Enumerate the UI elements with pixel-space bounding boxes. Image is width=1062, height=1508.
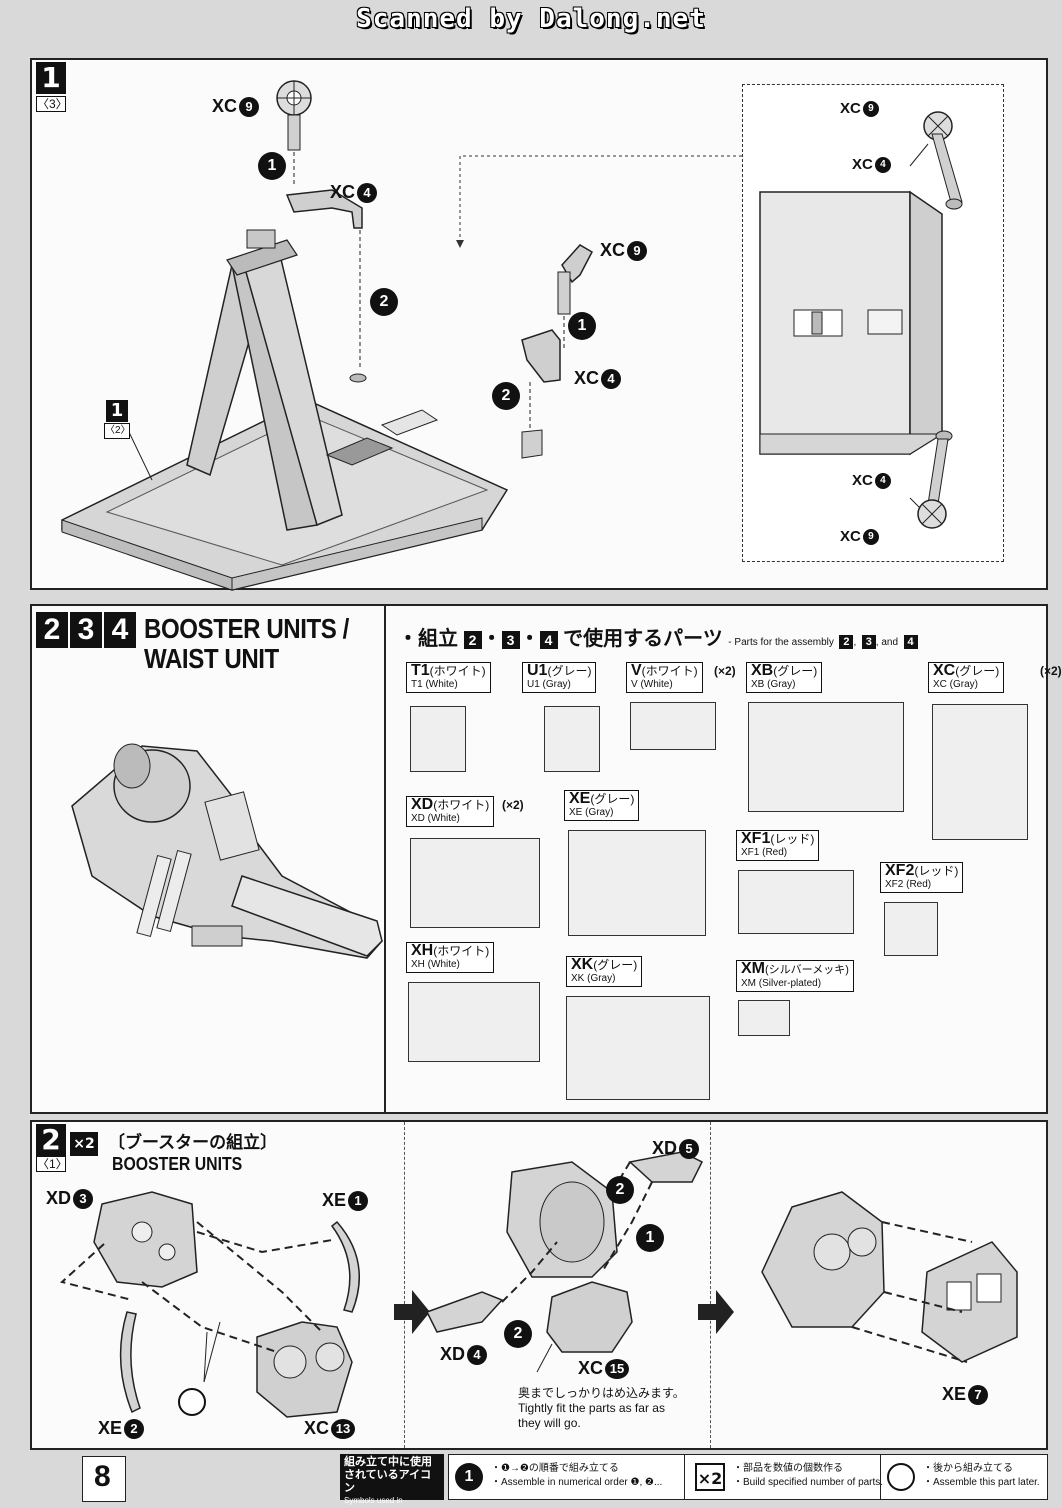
runner-t1: T1(ホワイト)T1 (White) <box>406 662 491 772</box>
runner-t1-sprue <box>410 706 466 772</box>
step1-panel: 1 〈3〉 <box>30 58 1048 591</box>
runner-xk: XK(グレー)XK (Gray) <box>566 956 710 1100</box>
inner-step1-sub: 〈2〉 <box>104 423 131 439</box>
parts-heading: ・組立 2・3・4 で使用するパーツ - Parts for the assem… <box>398 622 918 651</box>
step1-number: 1 <box>36 62 66 94</box>
runner-xm: XM(シルバーメッキ)XM (Silver-plated) <box>736 960 854 1036</box>
legend-item-multiply: ×2 ・部品を数値の個数作る ・Build specified number o… <box>685 1455 883 1499</box>
step234-title-line2: WAIST UNIT <box>144 643 279 674</box>
step2-panel: 2 ×2 〈1〉 〔ブースターの組立〕 BOOSTER UNITS <box>30 1120 1048 1450</box>
runner-u1-sprue <box>544 706 600 772</box>
order-marker-step2-2a: 2 <box>606 1176 634 1204</box>
legend-item-later: ・後から組み立てる ・Assemble this part later. <box>881 1455 1047 1499</box>
legend-title-box: 組み立て中に使用 されているアイコン Symbols used in instr… <box>340 1454 444 1505</box>
step-number-3: 3 <box>70 612 102 648</box>
page-number: 8 <box>94 1460 111 1493</box>
runner-xk-sprue <box>566 996 710 1100</box>
runner-xf1: XF1(レッド)XF1 (Red) <box>736 830 854 934</box>
runner-u1: U1(グレー)U1 (Gray) <box>522 662 600 772</box>
step2-sub: 〈1〉 <box>36 1156 68 1172</box>
runner-xc-sprue <box>932 704 1028 840</box>
order-marker-1a: 1 <box>258 152 286 180</box>
inner-step1-number: 1 <box>106 400 128 422</box>
step234-title-line1: BOOSTER UNITS / <box>144 613 349 644</box>
assemble-later-icon <box>178 1388 206 1416</box>
order-marker-2a: 2 <box>370 288 398 316</box>
runner-xc: XC(グレー)XC (Gray) (×2) <box>928 662 1062 840</box>
order-marker-2b: 2 <box>492 382 520 410</box>
step2-title-en: BOOSTER UNITS <box>112 1154 243 1174</box>
order-marker-step2-2b: 2 <box>504 1320 532 1348</box>
legend-box: 1 ・❶→❷の順番で組み立てる ・Assemble in numerical o… <box>448 1454 1048 1500</box>
step-number-2: 2 <box>36 612 68 648</box>
runner-xe-sprue <box>568 830 706 936</box>
parts-area <box>384 606 1048 1112</box>
display-base-illustration <box>61 80 742 591</box>
step-number-4: 4 <box>104 612 136 648</box>
booster-assembly-illustration <box>59 1151 1018 1418</box>
step2-divider-1 <box>404 1122 405 1448</box>
assemble-later-legend-icon <box>887 1463 915 1491</box>
runner-v-sprue <box>630 702 716 750</box>
runner-xh: XH(ホワイト)XH (White) <box>406 942 540 1062</box>
step2-title-jp: 〔ブースターの組立〕 <box>108 1133 278 1152</box>
scan-watermark: Scanned by Dalong.net <box>356 4 706 34</box>
booster-preview-illustration <box>71 743 383 959</box>
page-number-box <box>82 1456 126 1502</box>
runner-xb: XB(グレー)XB (Gray) <box>746 662 904 812</box>
fit-note: 奥までしっかりはめ込みます。 Tightly fit the parts as … <box>518 1386 685 1430</box>
order-marker-step2-1: 1 <box>636 1224 664 1252</box>
runner-xb-sprue <box>748 702 904 812</box>
runner-v: V(ホワイト)V (White) (×2) <box>626 662 736 750</box>
step2-multiplier: ×2 <box>70 1132 98 1156</box>
runner-xh-sprue <box>408 982 540 1062</box>
runner-xf2: XF2(レッド)XF2 (Red) <box>880 862 964 956</box>
step2-number: 2 <box>36 1124 66 1156</box>
legend-item-order: 1 ・❶→❷の順番で組み立てる ・Assemble in numerical o… <box>449 1455 685 1499</box>
step1-sub: 〈3〉 <box>36 96 68 112</box>
order-marker-1b: 1 <box>568 312 596 340</box>
runner-xf2-sprue <box>884 902 938 956</box>
inset-illustration <box>759 111 963 529</box>
runner-xd: XD(ホワイト)XD (White) (×2) <box>406 796 540 928</box>
step2-divider-2 <box>710 1122 711 1448</box>
runner-xm-sprue <box>738 1000 790 1036</box>
runner-xe: XE(グレー)XE (Gray) <box>564 790 706 936</box>
runner-xd-sprue <box>410 838 540 928</box>
runner-xf1-sprue <box>738 870 854 934</box>
